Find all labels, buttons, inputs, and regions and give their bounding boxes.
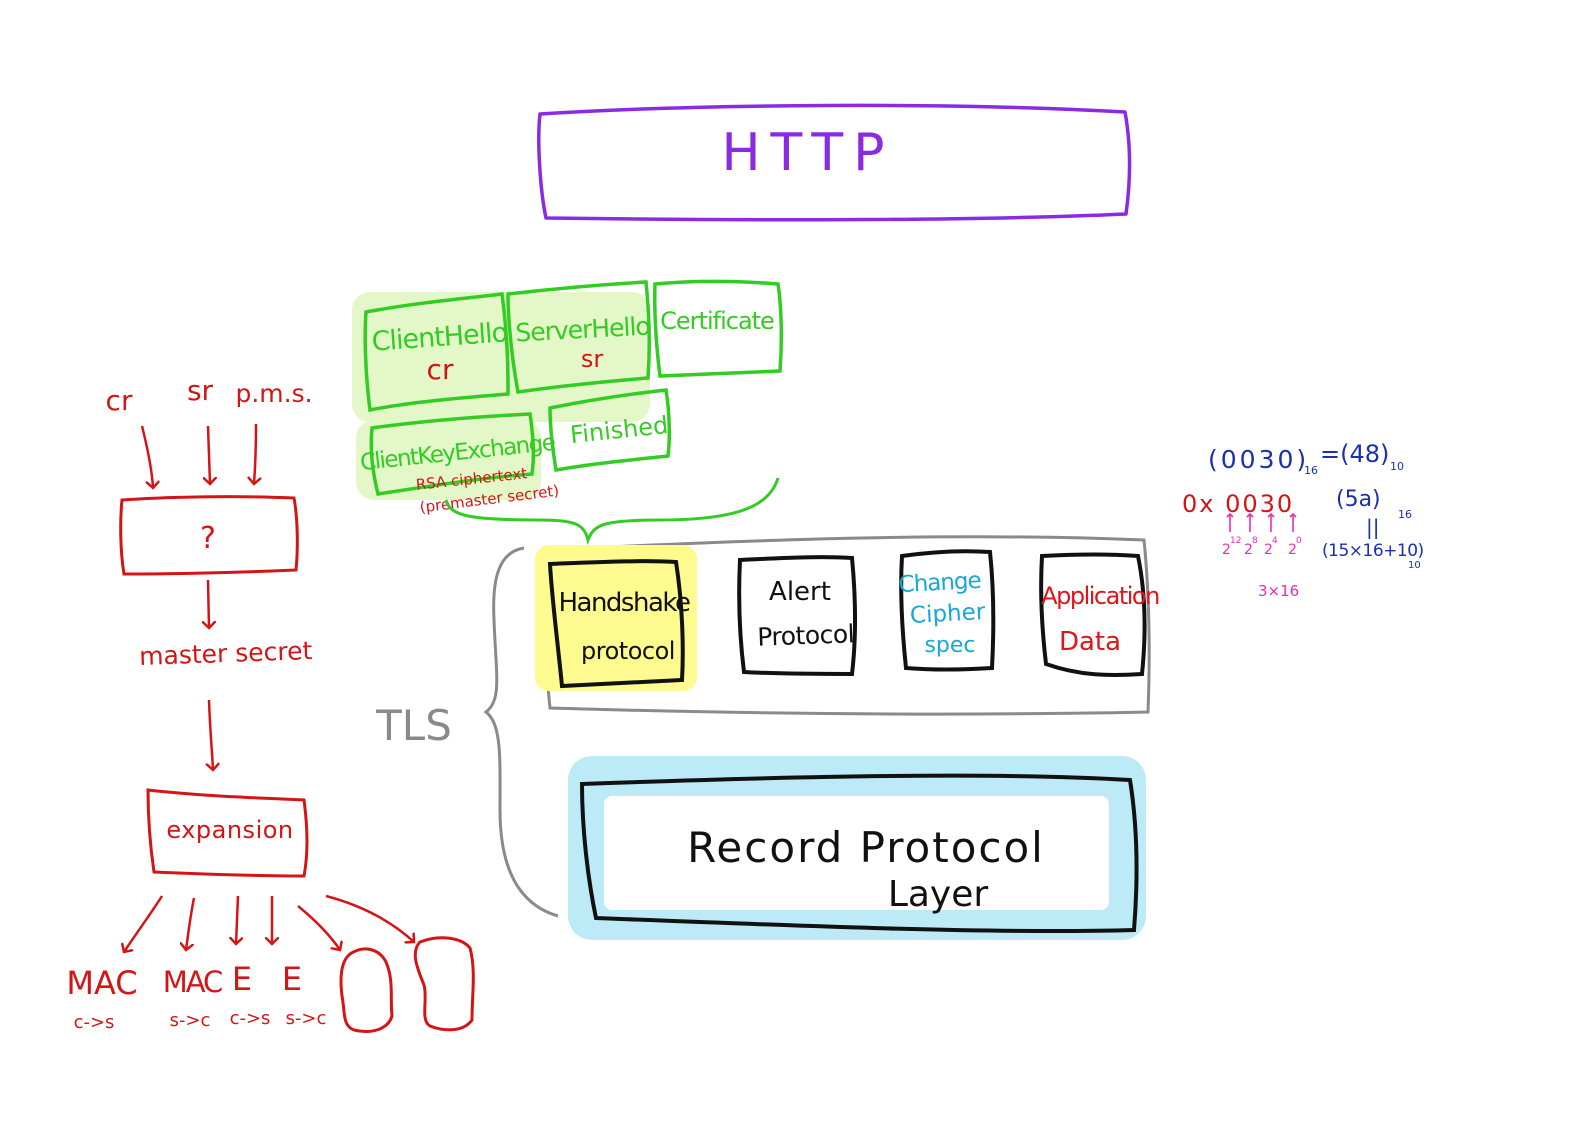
alert-protocol-line2: Protocol — [757, 619, 855, 651]
power-base-2: 2 — [1244, 542, 1253, 558]
math-line1-sub16: 16 — [1304, 464, 1318, 477]
application-data-line2: Data — [1059, 627, 1121, 657]
arrow-sr — [208, 425, 210, 484]
expansion-box — [146, 788, 309, 878]
record-layer-line2: Layer — [888, 874, 989, 915]
output-e-cs: E — [232, 960, 252, 998]
unknown-function-box — [119, 495, 299, 576]
output-e-cs-dir: c->s — [230, 1008, 271, 1029]
alert-protocol-line1: Alert — [769, 577, 831, 607]
math-equals-sign: || — [1366, 515, 1379, 539]
application-data-box: Application Data — [1039, 552, 1161, 677]
arrow-to-master — [208, 579, 209, 628]
math-line4: 3×16 — [1258, 582, 1299, 600]
server-hello-box: ServerHello sr — [506, 280, 652, 394]
output-blob-1 — [339, 947, 394, 1033]
input-cr: cr — [106, 384, 133, 417]
record-layer-inner-fill — [604, 796, 1109, 910]
tls-curly-brace — [483, 546, 559, 918]
math-line2-right: (5a) — [1336, 487, 1381, 512]
math-notes: (0030) 16 =(48) 10 0x 0030 (5a) 16 || 2 … — [1182, 440, 1424, 600]
arrow-cr — [140, 425, 153, 488]
change-cipher-spec-line3: spec — [924, 633, 975, 658]
http-box — [537, 103, 1132, 222]
record-layer-box: Record Protocol Layer — [579, 773, 1139, 934]
change-cipher-spec-line2: Cipher — [909, 599, 986, 629]
certificate-box: Certificate — [653, 279, 784, 378]
client-hello-cr: cr — [427, 353, 454, 386]
input-pms: p.m.s. — [235, 379, 312, 408]
input-sr: sr — [187, 374, 214, 407]
output-mac-cs-dir: c->s — [74, 1012, 115, 1033]
master-secret-label: master secret — [139, 636, 313, 671]
application-data-line1: Application — [1041, 582, 1159, 610]
handshake-protocol-line1: Handshake — [558, 588, 690, 618]
arrow-out-3 — [236, 895, 238, 944]
tls-subprotocols-box — [541, 535, 1151, 716]
handshake-curly-brace — [444, 477, 780, 546]
arrow-out-1 — [124, 895, 164, 952]
arrow-to-expansion — [209, 699, 213, 770]
math-line1-dec: =(48) — [1320, 440, 1389, 468]
server-hello-title: ServerHello — [515, 312, 651, 348]
math-line2-hex: 0x 0030 — [1182, 490, 1294, 518]
alert-protocol-box: Alert Protocol — [737, 555, 857, 677]
arrow-out-2 — [186, 897, 196, 950]
output-e-sc: E — [282, 960, 302, 998]
unknown-function-label: ? — [200, 521, 216, 556]
power-exp-2: 8 — [1252, 536, 1258, 546]
math-line2-sub16: 16 — [1398, 508, 1412, 521]
output-mac-cs: MAC — [66, 964, 137, 1002]
tls-section: TLS Handshake protocol Alert Protocol Ch… — [375, 535, 1161, 940]
tls-label: TLS — [375, 701, 452, 750]
handshake-messages: ClientHello cr ServerHello sr Certificat… — [352, 279, 784, 546]
power-base-1: 2 — [1222, 542, 1231, 558]
math-line3-sub10: 10 — [1408, 560, 1421, 571]
output-mac-sc: MAC — [163, 965, 222, 999]
http-layer: HTTP — [537, 103, 1132, 222]
output-mac-sc-dir: s->c — [170, 1010, 211, 1031]
power-exp-3: 4 — [1272, 536, 1278, 546]
power-exp-1: 12 — [1230, 536, 1241, 546]
client-key-exchange-highlight — [356, 420, 541, 500]
change-cipher-spec-line1: Change — [898, 568, 981, 598]
server-hello-sr: sr — [581, 345, 604, 373]
arrow-out-6 — [325, 894, 414, 942]
handshake-protocol-box: Handshake protocol — [547, 559, 692, 689]
power-exp-4: 0 — [1296, 536, 1302, 546]
record-layer-line1: Record Protocol — [687, 823, 1045, 872]
math-line1-hex: (0030) — [1208, 445, 1309, 474]
power-base-3: 2 — [1264, 542, 1273, 558]
output-e-sc-dir: s->c — [286, 1008, 327, 1029]
client-hello-highlight — [352, 292, 650, 422]
change-cipher-spec-box: Change Cipher spec — [898, 549, 996, 672]
arrow-out-5 — [297, 905, 340, 950]
certificate-title: Certificate — [660, 307, 774, 335]
power-base-4: 2 — [1288, 542, 1297, 558]
expansion-label: expansion — [166, 816, 293, 844]
arrow-pms — [254, 423, 256, 484]
math-line1-sub10: 10 — [1390, 460, 1404, 473]
handshake-protocol-highlight — [535, 545, 697, 691]
http-label: HTTP — [721, 123, 894, 183]
output-blob-2 — [413, 936, 475, 1032]
handshake-protocol-line2: protocol — [581, 637, 675, 665]
math-line3-right: (15×16+10) — [1322, 541, 1424, 561]
key-derivation: cr sr p.m.s. ? master secret expansion M… — [66, 374, 475, 1033]
